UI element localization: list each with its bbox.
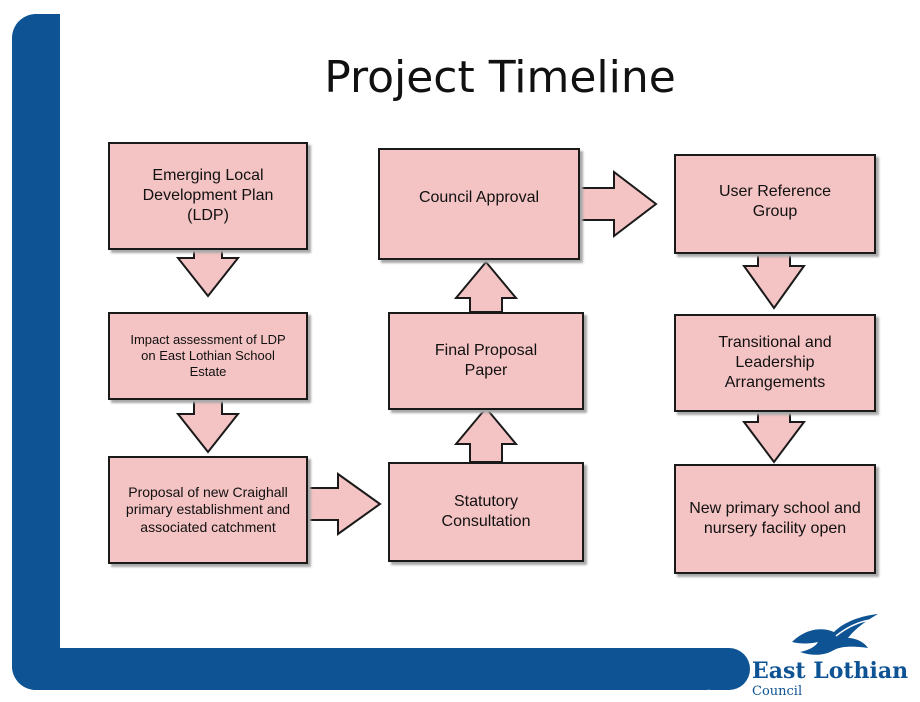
logo-name: East Lothian [752,658,909,684]
step-user-reference-group: User Reference Group [674,154,876,254]
council-logo: East Lothian Council [752,612,920,702]
step-label: New primary school and nursery facility … [689,500,861,537]
step-label: Transitional and Leadership Arrangements [718,334,832,391]
step-label: User Reference Group [718,183,832,220]
bird-icon [792,614,878,655]
arrow-down-transitional-to-school [742,411,806,464]
frame-left-bar [12,14,60,690]
step-label: Statutory Consultation [441,493,531,530]
step-transitional: Transitional and Leadership Arrangements [674,314,876,412]
step-label: Final Proposal Paper [434,342,538,379]
arrow-down-impact-to-proposal [175,399,241,454]
arrow-right-approval-to-urg [579,169,658,239]
logo-subtitle: Council [752,684,803,699]
step-emerging-ldp: Emerging Local Development Plan (LDP) [108,142,308,250]
step-label: Proposal of new Craighall primary establ… [125,483,291,535]
step-impact-assessment: Impact assessment of LDP on East Lothian… [108,312,308,400]
step-final-proposal: Final Proposal Paper [388,312,584,410]
step-label: Emerging Local Development Plan (LDP) [142,167,274,224]
arrow-up-final-to-approval [453,260,519,313]
step-statutory-consultation: Statutory Consultation [388,462,584,562]
arrow-down-urg-to-transitional [742,253,806,310]
step-council-approval: Council Approval [378,148,580,260]
arrow-down-ldp-to-impact [175,249,241,298]
frame-bottom-bar [12,648,750,690]
step-label: Impact assessment of LDP on East Lothian… [130,331,286,380]
step-label: Council Approval [418,189,540,206]
arrow-up-consultation-to-final [453,406,519,463]
arrow-right-proposal-to-consultation [307,472,382,536]
step-proposal: Proposal of new Craighall primary establ… [108,456,308,564]
page-title: Project Timeline [324,52,676,103]
step-new-school: New primary school and nursery facility … [674,464,876,574]
